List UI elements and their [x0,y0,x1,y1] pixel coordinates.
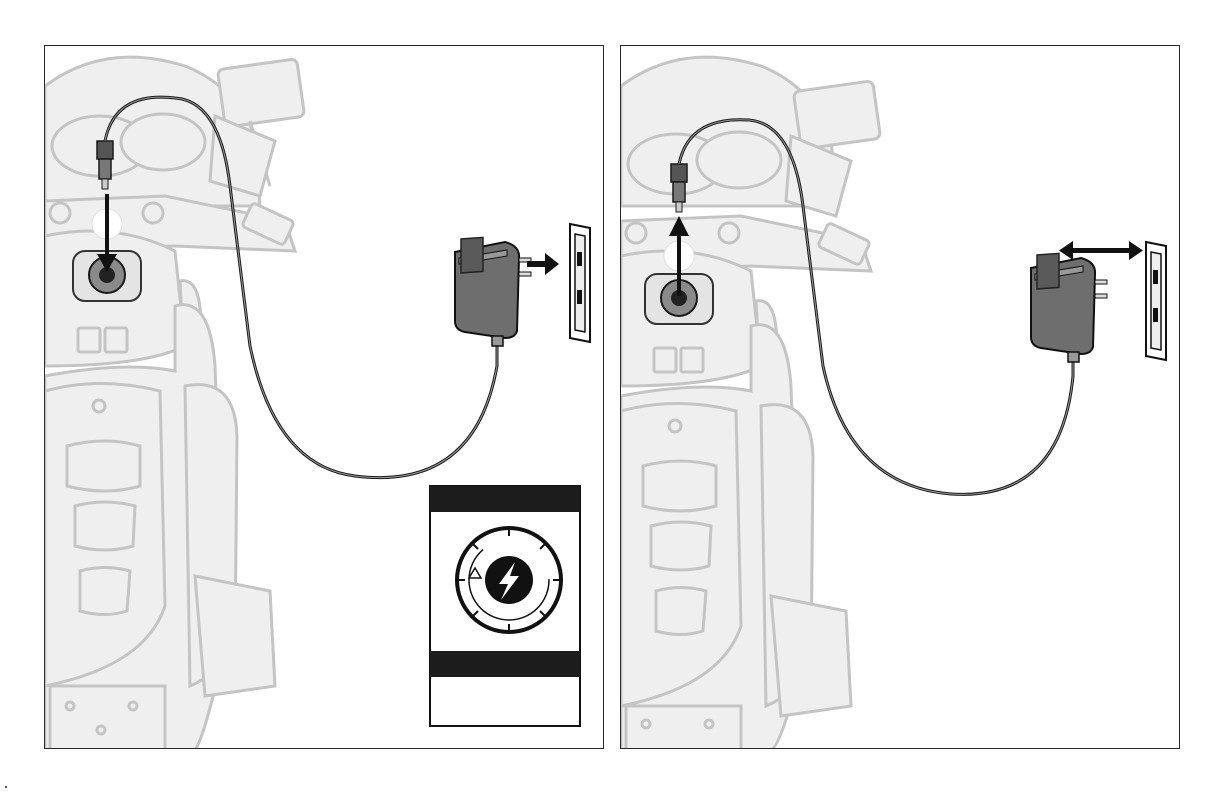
vehicle-silhouette [621,57,881,749]
indicator-top-bar [430,486,580,512]
right-arrow-icon [527,253,559,275]
charger-adapter [1031,253,1107,362]
disconnect-illustration [621,46,1180,749]
vehicle-silhouette [45,57,305,749]
indicator-bottom-bar [430,651,580,677]
lightning-bolt-icon [485,556,533,604]
panel-connect-charger [44,45,604,749]
charge-indicator-card [430,486,580,726]
charger-adapter [455,237,531,346]
panel-disconnect-charger [620,45,1180,749]
double-arrow-icon [1059,241,1143,260]
connect-illustration [45,46,604,749]
stray-mark [5,786,7,788]
wall-outlet [1146,242,1166,360]
wall-outlet [570,224,590,342]
